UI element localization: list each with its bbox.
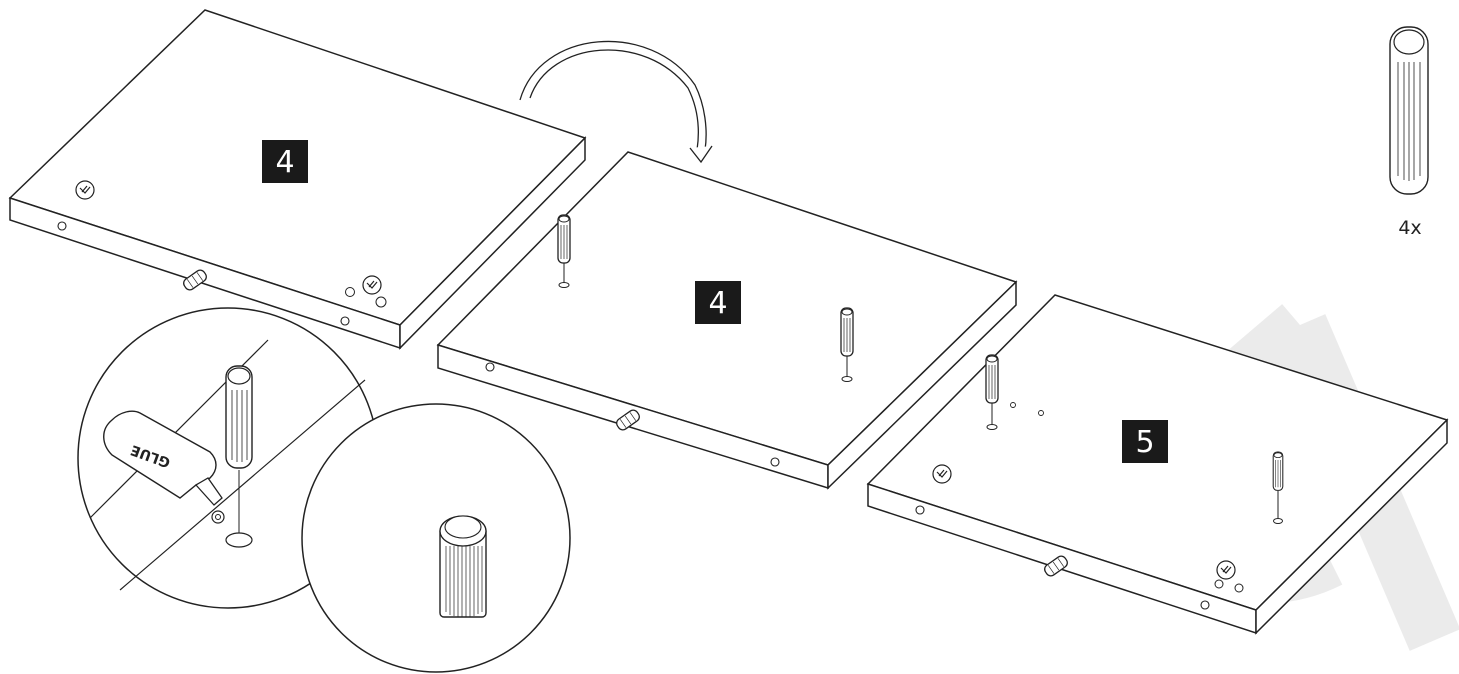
panel-number: 4: [708, 286, 727, 321]
detail-dowel-circle: [302, 404, 570, 672]
dowel-icon: [226, 366, 252, 468]
part-quantity: 4x: [1398, 217, 1421, 239]
panel-number: 5: [1135, 425, 1154, 460]
part-callout: 4x: [1390, 27, 1428, 239]
panel-number: 4: [275, 145, 294, 180]
wooden-dowel-icon: [1390, 27, 1428, 194]
